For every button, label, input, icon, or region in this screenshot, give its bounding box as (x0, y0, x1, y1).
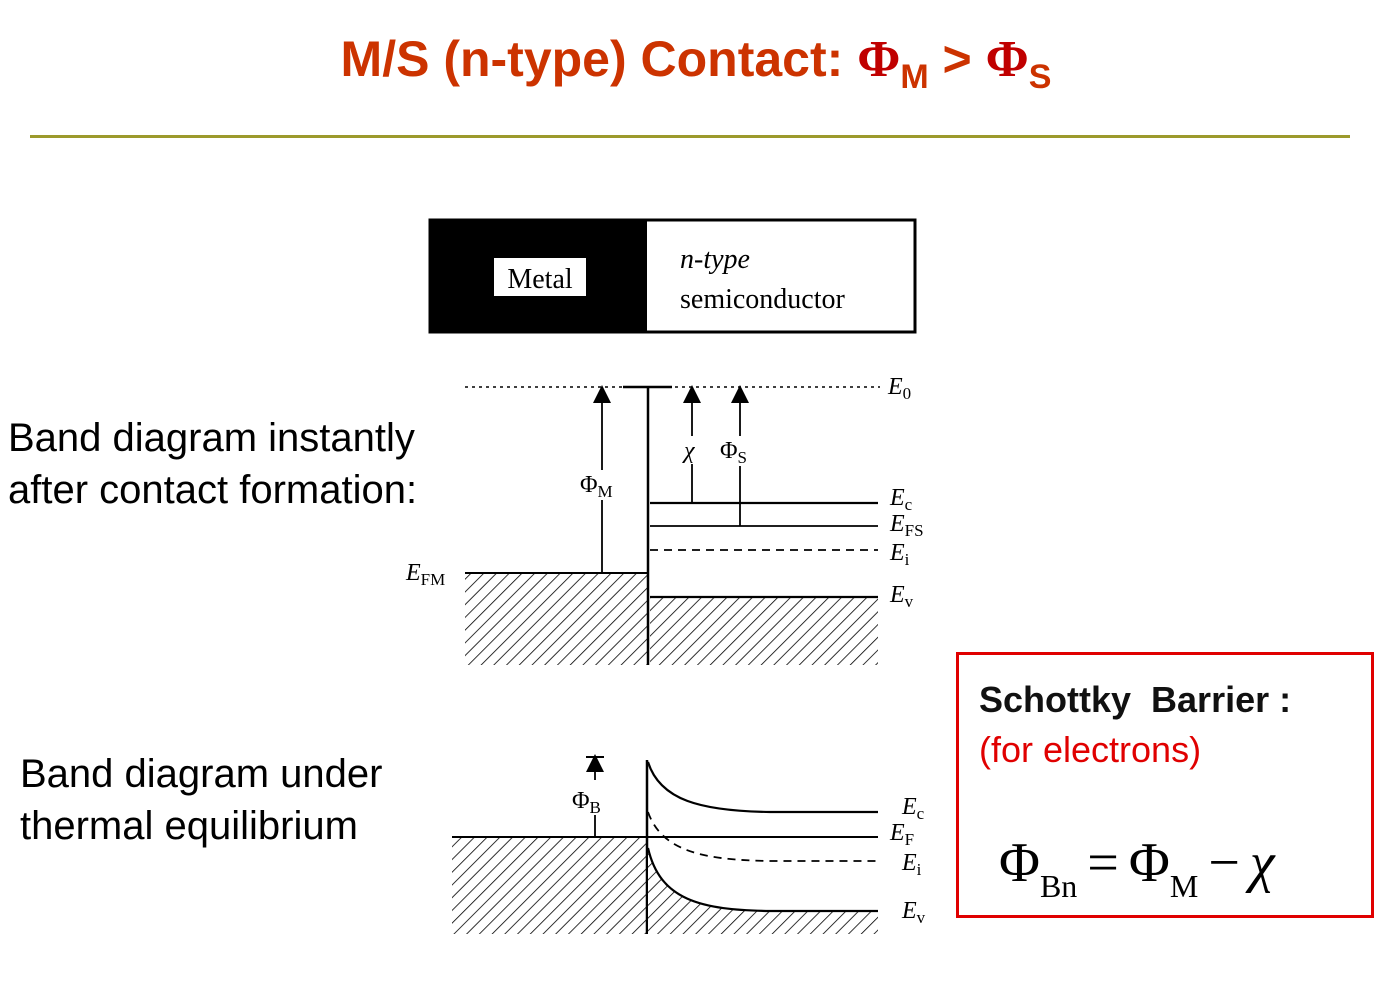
phi-s-label: ΦS (720, 438, 747, 467)
title-sub-m: M (900, 58, 929, 96)
formula-minus: − (1208, 832, 1240, 894)
metal-fermi-sea (465, 573, 648, 665)
chi-label: χ (682, 438, 696, 464)
schottky-barrier-formula: ΦBn=ΦM−χ (999, 831, 1275, 905)
phi-b-label: ΦB (572, 788, 601, 817)
formula-phi-bn: Φ (999, 832, 1040, 894)
caption-instant-text: Band diagram instantly after contact for… (8, 416, 418, 512)
formula-sub-m: M (1169, 868, 1199, 904)
title-divider (30, 135, 1350, 138)
slide-title: M/S (n-type) Contact: ΦM > ΦS (0, 30, 1392, 97)
formula-phi-m: Φ (1128, 832, 1170, 894)
semiconductor-label: semiconductor (680, 284, 846, 315)
schottky-barrier-subtitle: (for electrons) (979, 729, 1202, 770)
formula-chi: χ (1249, 832, 1275, 894)
material-block: Metal n-type semiconductor (428, 218, 917, 334)
caption-equilibrium-text: Band diagram under thermal equilibrium (20, 752, 383, 848)
efs-label: EFS (889, 511, 924, 540)
greater-than: > (928, 31, 986, 87)
caption-equilibrium: Band diagram under thermal equilibrium (20, 748, 382, 852)
ei-curve (647, 811, 878, 862)
ec-curve (646, 761, 878, 814)
ev-label: Ev (889, 582, 914, 611)
title-text: M/S (n-type) Contact: (340, 31, 858, 87)
phi-m-label: ΦM (580, 472, 613, 501)
ev-curve (646, 847, 878, 913)
formula-equals: = (1087, 832, 1119, 894)
phi-symbol: Φ (985, 31, 1029, 88)
title-sub-s: S (1028, 58, 1052, 96)
schottky-barrier-title: Schottky Barrier : (979, 679, 1292, 720)
e0-label: E0 (887, 374, 911, 403)
metal-label: Metal (507, 264, 573, 295)
ei-label: Ei (889, 540, 910, 569)
ei-label-eq: Ei (901, 850, 922, 879)
metal-label-box (492, 256, 588, 298)
efm-label: EFM (405, 560, 445, 589)
schottky-barrier-box: Schottky Barrier : (for electrons) ΦBn=Φ… (956, 652, 1374, 918)
phi-s-label-bg (719, 436, 759, 466)
phi-m-label-bg (578, 470, 628, 500)
caption-instant: Band diagram instantly after contact for… (8, 412, 417, 516)
valence-band-region (650, 597, 878, 665)
n-type-label: n-type (680, 244, 750, 275)
band-diagram-instant: E0 EFM Ev Ec EFS Ei ΦM χ ΦS (405, 374, 924, 665)
ec-label: Ec (889, 485, 913, 514)
phi-symbol: Φ (857, 31, 901, 88)
formula-sub-bn: Bn (1039, 868, 1078, 904)
metal-fermi-sea-eq (452, 837, 647, 934)
ec-label-eq: Ec (901, 794, 925, 823)
chi-label-bg (680, 436, 704, 464)
ef-label: EF (889, 820, 914, 849)
valence-band-region-eq (648, 848, 878, 934)
band-diagram-equilibrium: EF Ev Ec Ei ΦB (452, 754, 926, 934)
ev-label-eq: Ev (901, 898, 926, 927)
